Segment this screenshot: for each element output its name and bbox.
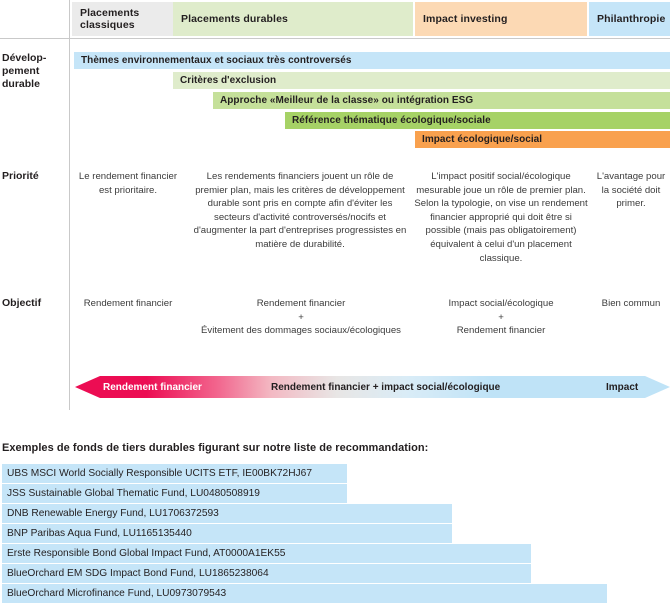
spectrum-arrow-gradient [75,376,670,398]
category-header-impact-investing[interactable]: Impact investing [415,2,587,36]
objective-cell-placements-durables: Rendement financier + Évitement des domm… [201,298,401,337]
fund-list-item[interactable]: BlueOrchard Microfinance Fund, LU0973079… [2,584,607,603]
sustainability-bar-label: Critères d'exclusion [180,75,277,86]
priority-cell-philanthropie: L'avantage pour la société doit primer. [596,171,666,210]
category-header-label: Placements durables [181,12,288,25]
objective-cell-philanthropie: Bien commun [601,298,661,309]
investment-spectrum-matrix: Placements classiques Placements durable… [0,0,670,410]
objective-cell-placements-classiques: Rendement financier [83,298,173,309]
priority-cell-placements-durables: Les rendements financiers jouent un rôle… [193,171,407,251]
spectrum-arrow-label-rendement: Rendement financier [103,381,202,393]
category-header-label: Impact investing [423,12,508,25]
header-divider [0,38,670,39]
row-label-objectif: Objectif [2,297,42,309]
fund-list-item-label: BlueOrchard EM SDG Impact Bond Fund, LU1… [7,568,269,579]
funds-section-title: Exemples de fonds de tiers durables figu… [2,442,429,454]
category-header-label: Philanthropie [597,12,666,25]
fund-list-item[interactable]: Erste Responsible Bond Global Impact Fun… [2,544,531,563]
sustainability-bar-themes-controverses[interactable]: Thèmes environnementaux et sociaux très … [74,52,670,69]
fund-list-item-label: UBS MSCI World Socially Responsible UCIT… [7,468,312,479]
priority-cell-impact-investing: L'impact positif social/écologique mesur… [414,171,588,264]
fund-list-item-label: JSS Sustainable Global Thematic Fund, LU… [7,488,260,499]
fund-list-item[interactable]: BNP Paribas Aqua Fund, LU1165135440 [2,524,452,543]
category-header-placements-classiques[interactable]: Placements classiques [72,2,182,36]
sustainability-bar-impact-ecologique-social[interactable]: Impact écologique/social [415,131,670,148]
sustainability-bar-label: Impact écologique/social [422,134,543,145]
category-header-label: Placements classiques [80,6,140,31]
sustainability-bar-reference-thematique[interactable]: Référence thématique écologique/sociale [285,112,670,129]
fund-list-item-label: Erste Responsible Bond Global Impact Fun… [7,548,286,559]
fund-list-item[interactable]: BlueOrchard EM SDG Impact Bond Fund, LU1… [2,564,531,583]
category-header-placements-durables[interactable]: Placements durables [173,2,413,36]
row-label-priorite: Priorité [2,170,39,182]
sustainability-bar-label: Thèmes environnementaux et sociaux très … [81,55,352,66]
sustainability-bar-label: Approche «Meilleur de la classe» ou inté… [220,95,474,106]
row-label-divider [69,0,70,410]
objective-cell-impact-investing: Impact social/écologique + Rendement fin… [448,298,554,337]
fund-list-item[interactable]: DNB Renewable Energy Fund, LU1706372593 [2,504,452,523]
sustainability-bar-best-in-class-esg[interactable]: Approche «Meilleur de la classe» ou inté… [213,92,670,109]
spectrum-arrow: Rendement financier Rendement financier … [75,376,670,398]
spectrum-arrow-label-mixte: Rendement financier + impact social/écol… [271,381,501,393]
category-header-philanthropie[interactable]: Philanthropie [589,2,670,36]
fund-list-item-label: BlueOrchard Microfinance Fund, LU0973079… [7,588,227,599]
sustainability-bar-criteres-exclusion[interactable]: Critères d'exclusion [173,72,670,89]
sustainability-bar-label: Référence thématique écologique/sociale [292,115,491,126]
priority-cell-placements-classiques: Le rendement financier est prioritaire. [78,171,178,196]
fund-list-item-label: DNB Renewable Energy Fund, LU1706372593 [7,508,219,519]
fund-list-item[interactable]: JSS Sustainable Global Thematic Fund, LU… [2,484,347,503]
row-label-developpement-durable: Dévelop- pement durable [2,52,47,91]
fund-list-item-label: BNP Paribas Aqua Fund, LU1165135440 [7,528,192,539]
fund-list-item[interactable]: UBS MSCI World Socially Responsible UCIT… [2,464,347,483]
spectrum-arrow-label-impact: Impact [606,381,639,393]
